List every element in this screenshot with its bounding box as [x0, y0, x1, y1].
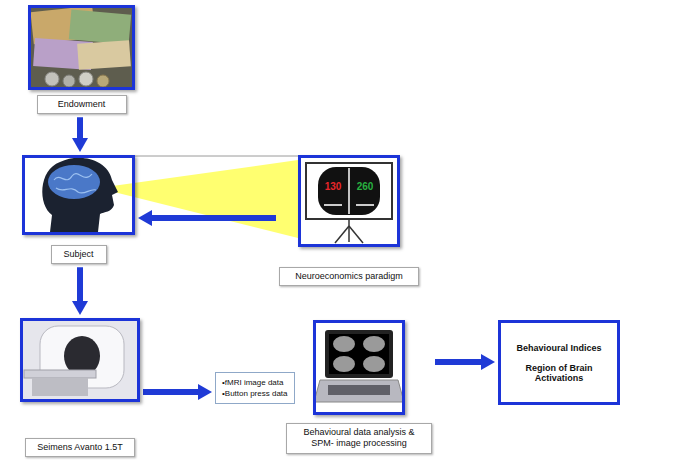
step-label-box: Seimens Avanto 1.5T [25, 438, 135, 457]
step-label-box: Endowment [37, 95, 127, 114]
process-step: Endowment [28, 5, 135, 114]
flow-arrow [143, 389, 198, 395]
head-picture [42, 158, 118, 232]
data-list-box: •fMRI image data•Button press data [215, 372, 295, 404]
node-text: Subject [58, 249, 100, 260]
screen-picture [306, 163, 392, 243]
picture-frame [22, 155, 135, 235]
node-text: Endowment [44, 99, 120, 110]
node-text: Seimens Avanto 1.5T [32, 442, 128, 453]
picture-frame [28, 5, 135, 90]
process-step: Neuroeconomics paradigm [279, 155, 419, 286]
screen-number: 260 [357, 181, 374, 192]
laptop-picture [314, 330, 404, 402]
flow-arrow [77, 117, 83, 138]
flow-arrow [77, 267, 83, 301]
process-step: Subject [22, 155, 135, 264]
view-line [135, 156, 298, 157]
view-cone [98, 160, 298, 238]
node-text: •Button press data [222, 388, 288, 399]
node-text: Region of Brain Activations [507, 363, 611, 383]
flow-arrow [152, 215, 276, 221]
picture-frame [298, 155, 400, 247]
screen-number: 130 [325, 181, 342, 192]
process-step: Seimens Avanto 1.5T [20, 318, 140, 457]
result-box: Behavioural IndicesRegion of Brain Activ… [498, 320, 620, 405]
scanner-picture [20, 318, 140, 402]
node-text: •fMRI image data [222, 377, 288, 388]
node-text: Neuroeconomics paradigm [286, 271, 412, 282]
step-label-box: Neuroeconomics paradigm [279, 267, 419, 286]
node-text: Behavioural Indices [516, 343, 601, 353]
picture-frame [20, 318, 140, 402]
process-step: Behavioural data analysis & SPM- image p… [286, 320, 432, 454]
node-text: Behavioural data analysis & SPM- image p… [293, 427, 425, 450]
step-label-box: Subject [51, 245, 107, 264]
flow-arrow [435, 359, 481, 365]
picture-frame [313, 320, 405, 415]
step-label-box: Behavioural data analysis & SPM- image p… [286, 423, 432, 454]
money-picture [28, 5, 135, 90]
